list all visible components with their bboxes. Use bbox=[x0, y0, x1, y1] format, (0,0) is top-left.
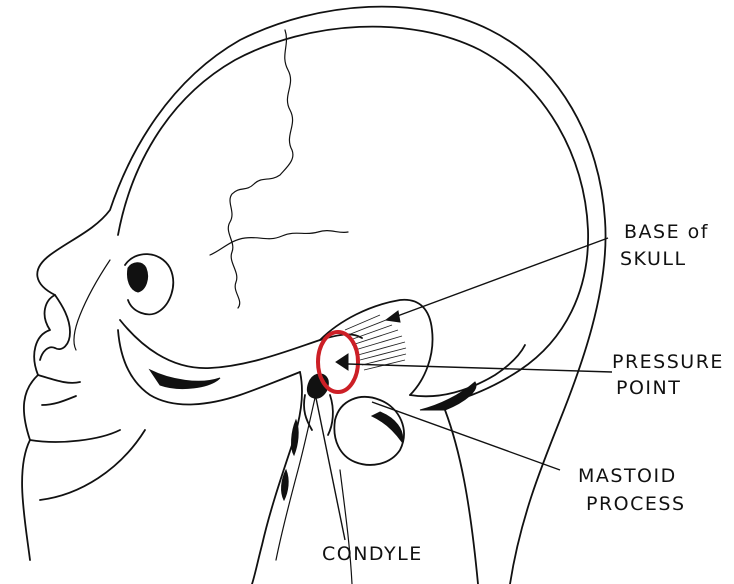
label-base-of-skull-2: SKULL bbox=[620, 248, 687, 270]
label-pressure-point-1: PRESSURE bbox=[612, 351, 724, 373]
label-base-of-skull-1: BASE of bbox=[624, 221, 709, 243]
temporal-base bbox=[320, 300, 433, 395]
pressure-point-leader bbox=[348, 364, 612, 372]
mandible bbox=[252, 372, 302, 584]
mandible-shadow bbox=[282, 420, 299, 500]
neck-back bbox=[445, 410, 478, 584]
mouth bbox=[38, 375, 80, 405]
condyle-leader bbox=[316, 398, 345, 540]
nasal-bone bbox=[74, 260, 110, 350]
base-of-skull-leader bbox=[392, 238, 608, 318]
occipital-base bbox=[410, 345, 525, 396]
zygomatic-arch bbox=[120, 320, 362, 368]
squamosal-suture bbox=[210, 231, 348, 255]
zygomatic-shadow bbox=[150, 370, 220, 389]
skull-outline bbox=[118, 27, 588, 405]
jaw-skin bbox=[30, 430, 145, 500]
label-mastoid-1: MASTOID bbox=[578, 465, 677, 487]
nose bbox=[40, 295, 70, 360]
pressure-point-arrow bbox=[336, 354, 348, 370]
head-outline bbox=[22, 7, 605, 584]
label-mastoid-2: PROCESS bbox=[586, 493, 686, 515]
eye-socket-shadow bbox=[127, 263, 147, 292]
coronal-suture bbox=[228, 30, 293, 308]
label-condyle: CONDYLE bbox=[322, 543, 423, 565]
label-pressure-point-2: POINT bbox=[616, 377, 681, 399]
base-of-skull-arrowhead bbox=[386, 311, 400, 322]
